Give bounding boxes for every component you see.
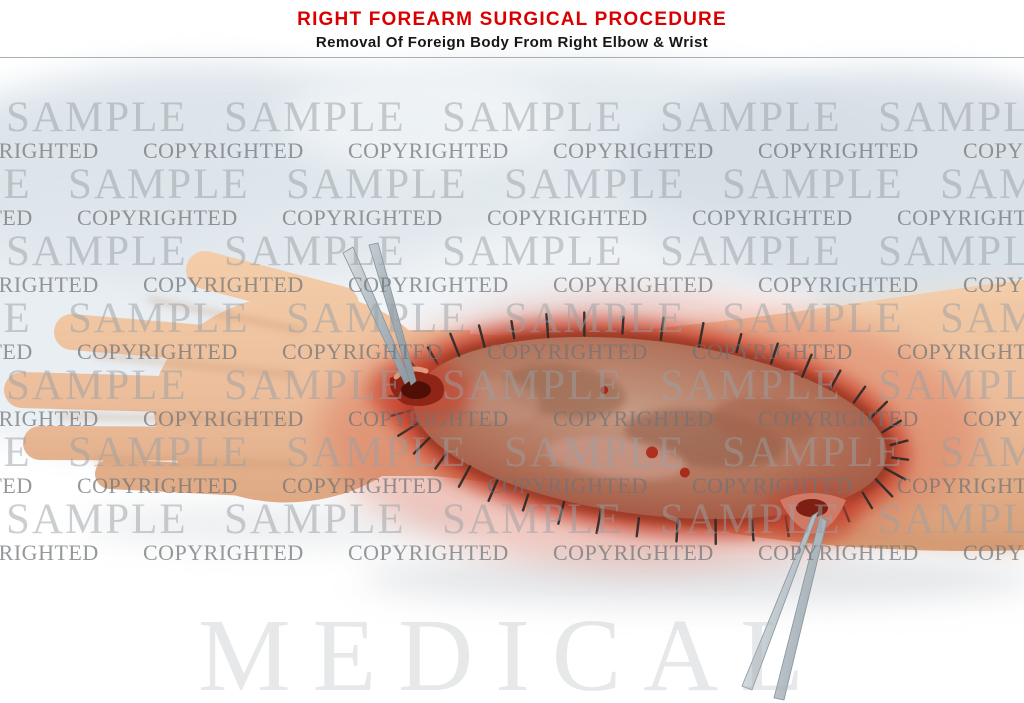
hand-digits [4, 251, 359, 499]
wound-area [320, 297, 980, 567]
thumb [186, 251, 359, 324]
page-subtitle: Removal Of Foreign Body From Right Elbow… [315, 34, 709, 51]
forceps-bottom [741, 510, 828, 701]
middle-finger [4, 372, 318, 416]
finger-shading [57, 297, 303, 468]
wrist-wound [368, 358, 472, 426]
elbow-wound [766, 482, 858, 542]
ring-finger [23, 426, 313, 461]
arm-shadow [80, 503, 1024, 604]
page-title: RIGHT FOREARM SURGICAL PROCEDURE [297, 9, 727, 30]
header: RIGHT FOREARM SURGICAL PROCEDURE Removal… [0, 0, 1024, 51]
header-divider [0, 57, 1024, 58]
forceps-top [342, 242, 417, 386]
index-finger [54, 314, 328, 370]
little-finger [95, 459, 320, 499]
